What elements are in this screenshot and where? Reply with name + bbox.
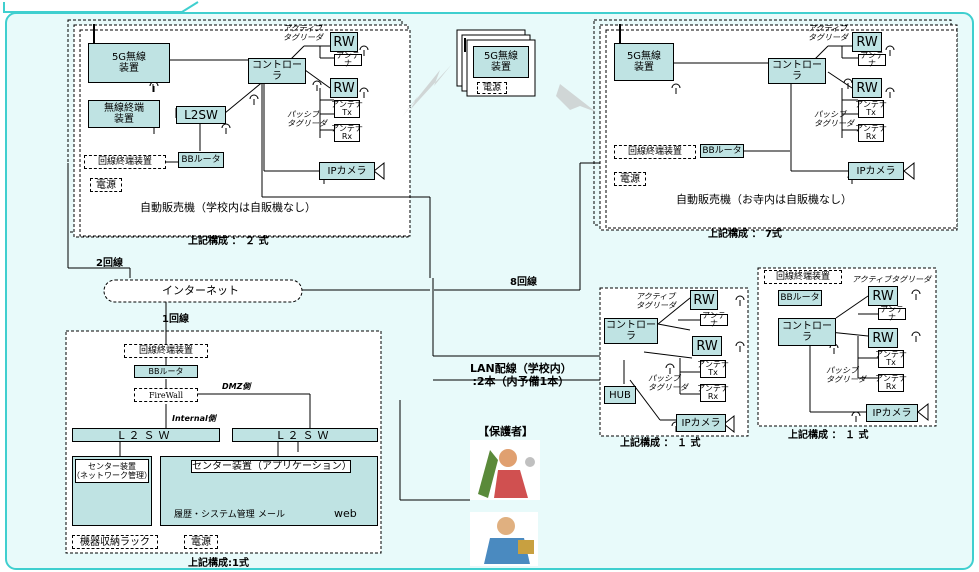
school-bb-router: BBルータ xyxy=(178,152,224,168)
lines-1-label: 1回線 xyxy=(162,314,189,325)
remote-a-passive-tag-reader-label: パッシブ タグリーダ xyxy=(648,374,688,392)
school-passive-tag-reader-label: パッシブ タグリーダ xyxy=(287,110,327,128)
school-active-tag-reader-label: アクティブ タグリーダ xyxy=(283,24,323,42)
temple-passive-tag-reader-label: パッシブ タグリーダ xyxy=(814,110,854,128)
history-mgmt-label: 履歴・システム管理 xyxy=(174,510,255,520)
internal-label: Internal側 xyxy=(172,414,216,423)
center-config-count: 上記構成:1式 xyxy=(188,558,249,569)
dmz-label: DMZ側 xyxy=(222,382,251,391)
school-antenna-rx: アンテナ Rx xyxy=(331,124,363,142)
school-ip-camera: IPカメラ xyxy=(319,162,375,180)
lines-2-label: 2回線 xyxy=(96,258,123,269)
center-bb-router: BBルータ xyxy=(134,365,198,378)
temple-antenna-tx: アンテナ Tx xyxy=(855,100,887,118)
school-rw-passive: RW xyxy=(330,78,358,98)
temple-rw-active: RW xyxy=(852,32,882,52)
school-wireless-terminal: 無線終端 装置 xyxy=(88,100,160,128)
center-l2sw-internal: L２ＳＷ xyxy=(72,428,220,442)
remote-a-antenna-tx: アンテナ Tx xyxy=(697,360,729,378)
temple-rw-passive: RW xyxy=(852,78,882,98)
center-network-mgmt: センター装置 （ネットワーク管理） xyxy=(72,459,152,483)
temple-config-count: 上記構成 ： 7式 xyxy=(708,229,782,240)
remote-b-config-count: 上記構成 ： １ 式 xyxy=(788,430,869,441)
center-app: センター装置（アプリケーション） xyxy=(191,460,352,473)
remote-a-rw-active: RW xyxy=(690,290,718,310)
remote-a-controller: コントローラ xyxy=(604,318,658,344)
school-antenna-tx: アンテナ Tx xyxy=(331,100,363,118)
remote-a-antenna: アンテナ xyxy=(700,312,728,328)
center-line-terminal: 回線終端装置 xyxy=(124,344,208,358)
guardian-label: 【保護者】 xyxy=(478,425,533,438)
remote-a-antenna-rx: アンテナ Rx xyxy=(697,384,729,402)
school-power: 電源 xyxy=(90,178,122,192)
remote-b-passive-tag-reader-label: パッシブ タグリーダ xyxy=(826,366,866,384)
temple-5g-radio: 5G無線 装置 xyxy=(614,43,674,81)
school-config-count: 上記構成 ： ２ 式 xyxy=(188,236,269,247)
internet-label: インターネット xyxy=(162,284,239,297)
remote-a-rw-passive: RW xyxy=(692,336,722,356)
temple-controller: コントローラ xyxy=(768,58,826,84)
school-antenna-active: アンテナ xyxy=(334,52,362,68)
remote-b-ip-camera: IPカメラ xyxy=(866,404,918,422)
temple-bb-router: BBルータ xyxy=(700,144,744,158)
temple-ip-camera: IPカメラ xyxy=(848,162,904,180)
center-l2sw-dmz: L２ＳＷ xyxy=(232,428,378,442)
temple-active-tag-reader-label: アクティブ タグリーダ xyxy=(808,24,848,42)
center-firewall: FireWall xyxy=(134,388,198,402)
remote-b-antenna-tx: アンテナ Tx xyxy=(875,350,907,368)
remote-b-antenna: アンテナ xyxy=(878,306,906,322)
school-rw-active: RW xyxy=(330,32,358,52)
school-vending-label: 自動販売機（学校内は自販機なし） xyxy=(140,201,316,214)
temple-line-terminal: 回線終端装置 xyxy=(614,145,696,159)
remote-b-antenna-rx: アンテナ Rx xyxy=(875,374,907,392)
remote-b-active-tag-reader-label: アクティブタグリーダ xyxy=(852,275,932,284)
remote-b-bb-router: BBルータ xyxy=(778,290,822,306)
relay-5g-radio: 5G無線 装置 xyxy=(473,46,529,78)
mail-label: メール xyxy=(258,510,286,520)
center-app-rack: センター装置（アプリケーション） xyxy=(160,456,378,526)
web-label: web xyxy=(334,507,357,520)
remote-b-rw-passive: RW xyxy=(868,328,898,348)
school-line-terminal: 回線終端装置 xyxy=(84,155,166,169)
school-l2sw: L2SW xyxy=(176,106,226,124)
relay-power: 電源 xyxy=(477,82,507,94)
equipment-rack: 機器収納ラック xyxy=(72,535,158,549)
temple-antenna-active: アンテナ xyxy=(858,52,886,68)
remote-a-ip-camera: IPカメラ xyxy=(676,414,726,432)
lines-8-label: 8回線 xyxy=(510,277,537,288)
center-power: 電源 xyxy=(184,535,218,549)
remote-a-active-tag-reader-label: アクティブ タグリーダ xyxy=(636,292,676,310)
remote-a-config-count: 上記構成 ： １ 式 xyxy=(620,438,701,449)
temple-vending-label: 自動販売機（お寺内は自販機なし） xyxy=(676,193,852,206)
remote-b-controller: コントローラ xyxy=(778,318,836,346)
center-network-mgmt-rack: センター装置 （ネットワーク管理） xyxy=(72,456,152,526)
temple-antenna-rx: アンテナ Rx xyxy=(855,124,887,142)
school-5g-radio: 5G無線 装置 xyxy=(88,43,170,83)
school-controller: コントローラ xyxy=(248,58,306,84)
remote-b-rw-active: RW xyxy=(868,286,898,306)
lan-wiring-label: LAN配線（学校内） :2本（内予備1本） xyxy=(470,362,572,388)
temple-power: 電源 xyxy=(614,172,646,186)
remote-a-hub: HUB xyxy=(604,386,636,404)
remote-b-line-terminal: 回線終端装置 xyxy=(764,270,842,284)
